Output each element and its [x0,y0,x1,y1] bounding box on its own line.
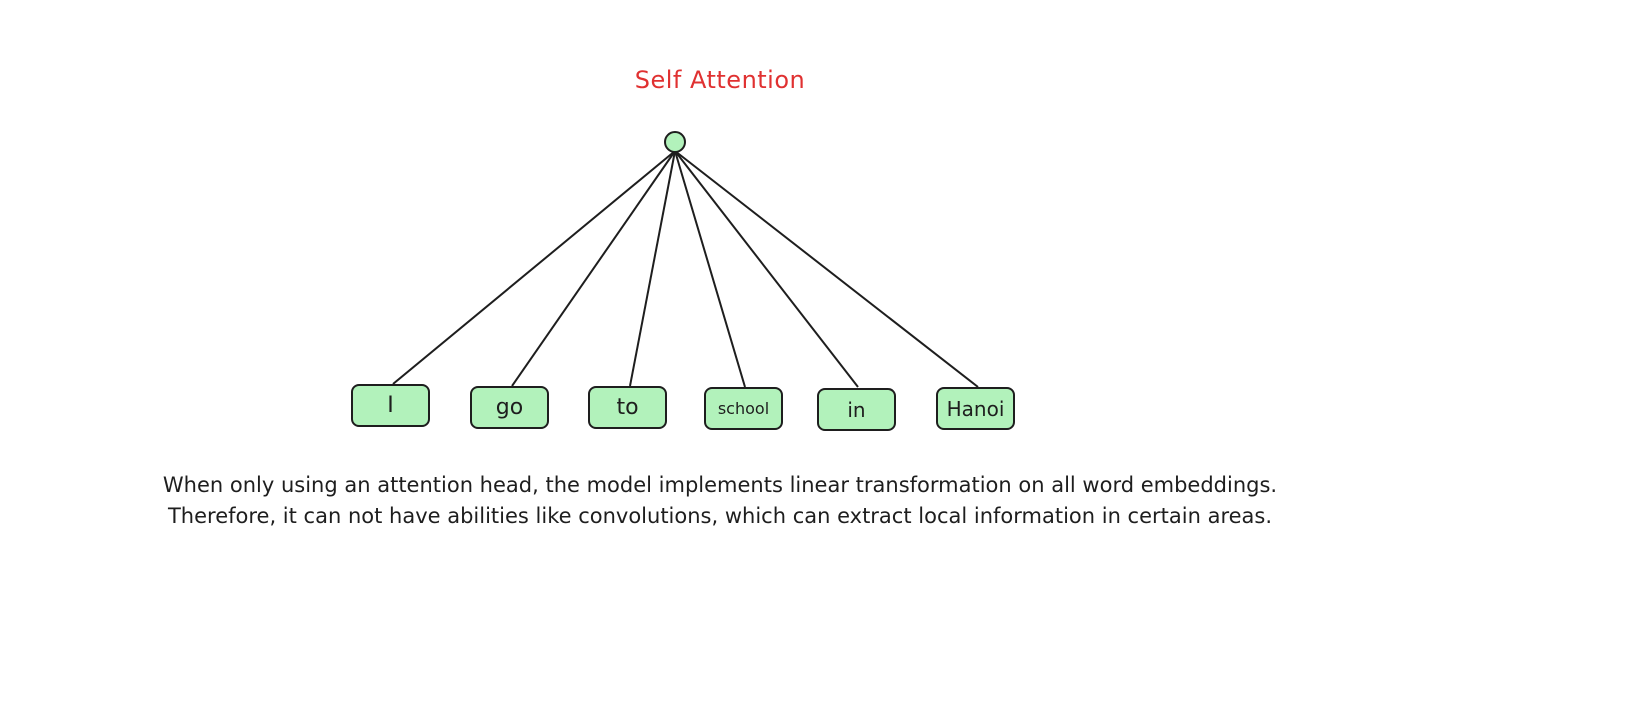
explanation-line-2: Therefore, it can not have abilities lik… [167,504,1273,528]
token-box-school: school [704,387,783,430]
explanation-text: When only using an attention head, the m… [70,470,1370,532]
token-box-in: in [817,388,896,431]
diagram-title: Self Attention [634,66,806,94]
token-box-go: go [470,386,549,429]
token-box-i: I [351,384,430,427]
edge-to-token-hanoi [674,150,979,388]
explanation-line-1: When only using an attention head, the m… [162,473,1278,497]
edge-to-token-i [392,150,676,385]
token-box-to: to [588,386,667,429]
attention-node [664,131,686,153]
edge-to-token-to [629,150,676,387]
edge-to-token-in [674,150,859,388]
edge-to-token-school [674,150,746,388]
token-box-hanoi: Hanoi [936,387,1015,430]
edge-to-token-go [511,150,676,387]
